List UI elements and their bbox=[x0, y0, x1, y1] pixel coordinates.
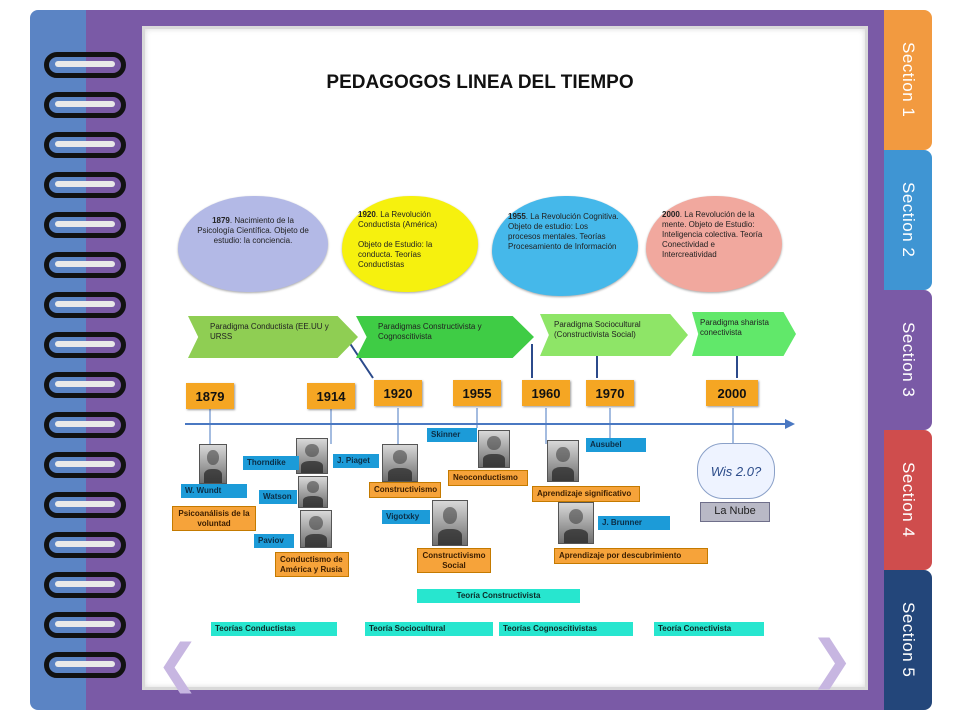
label-skinner: Skinner bbox=[427, 428, 477, 442]
cloud-text: . La Revolución Cognitiva. Objeto de est… bbox=[508, 212, 619, 251]
label-piaget: J. Piaget bbox=[333, 454, 379, 468]
nube-bubble: Wis 2.0? bbox=[697, 443, 775, 499]
cloud-year: 2000 bbox=[662, 210, 680, 219]
paradigm-text: Paradigma Sociocultural (Constructivista… bbox=[554, 320, 641, 339]
paradigm-text: Paradigma sharista conectivista bbox=[700, 318, 769, 337]
binding-ring bbox=[44, 452, 126, 478]
label-teorias-conductistas: Teorías Conductistas bbox=[211, 622, 337, 636]
portrait-skinner bbox=[478, 430, 510, 468]
tab-label: Section 1 bbox=[899, 42, 918, 118]
label-aprendizaje-significativo: Aprendizaje significativo bbox=[532, 486, 640, 502]
binding-ring bbox=[44, 252, 126, 278]
label-teoria-sociocultural: Teoría Sociocultural bbox=[365, 622, 493, 636]
tab-section-3[interactable]: Section 3 bbox=[884, 290, 932, 430]
label-vigotsky: Vigotxky bbox=[382, 510, 430, 524]
tab-label: Section 2 bbox=[899, 182, 918, 258]
next-page-button[interactable]: ❯ bbox=[810, 631, 854, 689]
cloud-text: . La Revolución de la mente. Objeto de E… bbox=[662, 210, 763, 259]
previous-page-button[interactable]: ❮ bbox=[156, 635, 200, 693]
binding-ring bbox=[44, 332, 126, 358]
tab-section-4[interactable]: Section 4 bbox=[884, 430, 932, 570]
binding-ring bbox=[44, 652, 126, 678]
portrait-vigotsky bbox=[432, 500, 468, 546]
paradigm-conductista: Paradigma Conductista (EE.UU y URSS bbox=[188, 316, 358, 358]
paradigm-conectivista: Paradigma sharista conectivista bbox=[692, 312, 796, 356]
binding-ring bbox=[44, 92, 126, 118]
tab-label: Section 3 bbox=[899, 322, 918, 398]
binding-ring bbox=[44, 52, 126, 78]
tab-label: Section 5 bbox=[899, 602, 918, 678]
label-la-nube: La Nube bbox=[700, 502, 770, 522]
timeline-arrowhead bbox=[785, 419, 795, 429]
binding-ring bbox=[44, 572, 126, 598]
portrait-thorndike bbox=[296, 438, 328, 474]
binding-ring bbox=[44, 412, 126, 438]
portrait-piaget bbox=[382, 444, 418, 482]
tab-section-2[interactable]: Section 2 bbox=[884, 150, 932, 290]
cloud-1920: 1920. La Revolución Conductista (América… bbox=[342, 196, 478, 292]
label-brunner: J. Brunner bbox=[598, 516, 670, 530]
tab-section-5[interactable]: Section 5 bbox=[884, 570, 932, 710]
cloud-year: 1955 bbox=[508, 212, 526, 221]
tab-section-1[interactable]: Section 1 bbox=[884, 10, 932, 150]
portrait-brunner bbox=[558, 502, 594, 544]
cloud-text: . La Revolución Conductista (América) bbox=[358, 210, 438, 229]
label-conductismo-america: Conductismo de América y Rusia bbox=[275, 552, 349, 578]
cloud-1879: 1879. Nacimiento de la Psicología Cientí… bbox=[178, 196, 328, 292]
binding-ring bbox=[44, 372, 126, 398]
label-wundt: W. Wundt bbox=[181, 484, 247, 498]
portrait-watson bbox=[298, 476, 328, 508]
cloud-2000: 2000. La Revolución de la mente. Objeto … bbox=[646, 196, 782, 292]
page-content bbox=[142, 26, 868, 690]
label-watson: Watson bbox=[259, 490, 297, 504]
binding-ring bbox=[44, 292, 126, 318]
label-ausubel: Ausubel bbox=[586, 438, 646, 452]
label-teorias-cognoscitivistas: Teorías Cognoscitivistas bbox=[499, 622, 633, 636]
binding-ring bbox=[44, 532, 126, 558]
binding-ring bbox=[44, 492, 126, 518]
binding-ring bbox=[44, 212, 126, 238]
binding-ring bbox=[44, 132, 126, 158]
cloud-year: 1879 bbox=[212, 216, 230, 225]
label-constructivismo-social: Constructivismo Social bbox=[417, 548, 491, 574]
binding-ring bbox=[44, 612, 126, 638]
year-1960: 1960 bbox=[522, 380, 570, 406]
label-constructivismo: Constructivismo bbox=[369, 482, 441, 498]
year-2000: 2000 bbox=[706, 380, 758, 406]
year-1955: 1955 bbox=[453, 380, 501, 406]
page-title: PEDAGOGOS LINEA DEL TIEMPO bbox=[326, 72, 634, 93]
paradigm-text: Paradigmas Constructivista y Cognoscitiv… bbox=[378, 322, 482, 341]
label-thorndike: Thorndike bbox=[243, 456, 299, 470]
paradigm-constructivista: Paradigmas Constructivista y Cognoscitiv… bbox=[356, 316, 534, 358]
cloud-text: . Nacimiento de la Psicología Científica… bbox=[197, 216, 309, 245]
label-aprendizaje-descubrimiento: Aprendizaje por descubrimiento bbox=[554, 548, 708, 564]
label-neoconductismo: Neoconductismo bbox=[448, 470, 528, 486]
cloud-text-extra: Objeto de Estudio: la conducta. Teorías … bbox=[358, 240, 433, 269]
portrait-wundt bbox=[199, 444, 227, 484]
cloud-year: 1920 bbox=[358, 210, 376, 219]
paradigm-text: Paradigma Conductista (EE.UU y URSS bbox=[210, 322, 329, 341]
tab-label: Section 4 bbox=[899, 462, 918, 538]
cloud-1955: 1955. La Revolución Cognitiva. Objeto de… bbox=[492, 196, 638, 296]
paradigm-sociocultural: Paradigma Sociocultural (Constructivista… bbox=[540, 314, 688, 356]
label-teoria-constructivista: Teoría Constructivista bbox=[417, 589, 580, 603]
portrait-ausubel bbox=[547, 440, 579, 482]
label-pavlov: Paviov bbox=[254, 534, 294, 548]
year-1970: 1970 bbox=[586, 380, 634, 406]
label-psicoanalisis: Psicoanálisis de la voluntad bbox=[172, 506, 256, 532]
year-1920: 1920 bbox=[374, 380, 422, 406]
portrait-pavlov bbox=[300, 510, 332, 548]
label-teoria-conectivista: Teoría Conectivista bbox=[654, 622, 764, 636]
year-1914: 1914 bbox=[307, 383, 355, 409]
year-1879: 1879 bbox=[186, 383, 234, 409]
binding-ring bbox=[44, 172, 126, 198]
